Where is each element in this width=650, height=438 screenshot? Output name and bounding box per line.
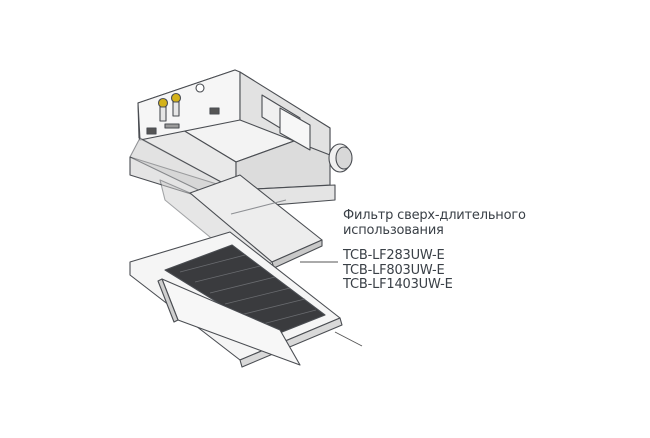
model-number-list: TCB-LF283UW-E TCB-LF803UW-E TCB-LF1403UW… xyxy=(343,248,453,293)
model-number: TCB-LF803UW-E xyxy=(343,262,445,278)
filter-title-line2: использования xyxy=(343,222,444,238)
model-number: TCB-LF1403UW-E xyxy=(343,277,453,292)
pipe-fitting-icon xyxy=(157,97,169,109)
pipe-fitting-icon xyxy=(170,92,182,104)
model-number: TCB-LF283UW-E xyxy=(343,248,445,263)
filter-title-line1: Фильтр сверх-длительного xyxy=(343,208,526,223)
panel-leader-line xyxy=(334,331,363,347)
filter-title: Фильтр сверх-длительного использования xyxy=(343,208,526,238)
